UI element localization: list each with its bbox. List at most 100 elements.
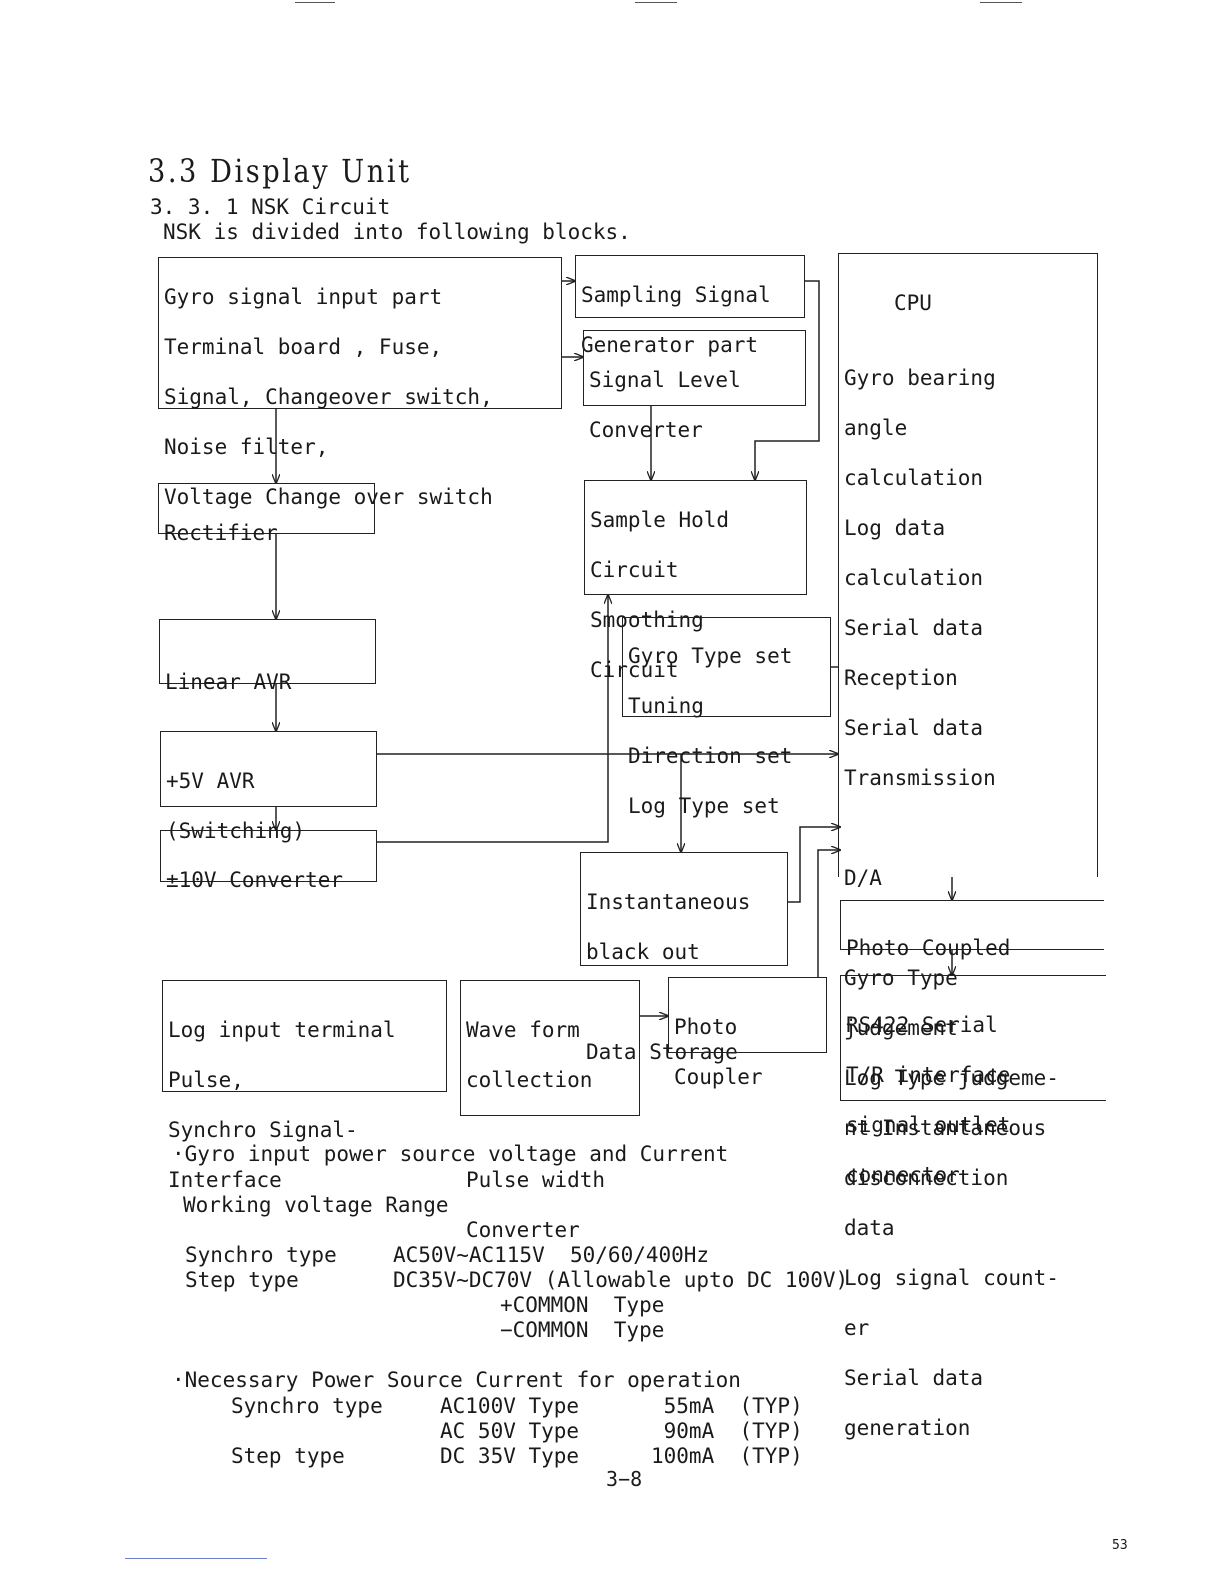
current-row-value: 90mA (TYP): [651, 1419, 803, 1443]
block-text: Pulse,: [168, 1068, 244, 1092]
block-text: Log data: [844, 516, 946, 540]
rs422-interface-block: RS422 Serial T/R interface signal outlet…: [840, 975, 1106, 1187]
block-text: Transmission: [844, 766, 996, 790]
block-text: [466, 1118, 634, 1143]
block-text: Log Type judgeme-: [844, 1066, 1059, 1090]
synchro-type-label: Synchro type: [185, 1243, 337, 1267]
section-heading: 3.3 Display Unit: [148, 152, 412, 190]
block-text: Gyro Type set: [628, 644, 793, 668]
block-text: Terminal board , Fuse,: [164, 335, 443, 359]
signal-level-converter-block: Signal Level Converter: [583, 330, 806, 442]
block-text: er: [844, 1316, 870, 1340]
block-text: connector: [846, 1163, 960, 1187]
instantaneous-blackout-block: Instantaneous black out Data Storage: [580, 852, 788, 1064]
block-text: Serial data: [844, 716, 984, 740]
waveform-collection-block: Wave form collection Pulse width Convert…: [460, 980, 640, 1242]
current-row-label: Synchro type: [231, 1394, 383, 1418]
common-minus-type: −COMMON Type: [500, 1318, 665, 1342]
block-text: Converter: [589, 418, 703, 442]
block-text: Instantaneous: [586, 890, 751, 914]
block-text: +5V AVR: [166, 769, 255, 793]
log-input-terminal-block: Log input terminal Pulse, Synchro Signal…: [162, 980, 447, 1192]
block-text: calculation: [844, 466, 984, 490]
intro-text: NSK is divided into following blocks.: [163, 220, 631, 244]
block-text: Serial data: [844, 616, 984, 640]
block-text: black out: [586, 940, 700, 964]
block-text: Gyro Type: [844, 966, 958, 990]
subsection-heading: 3. 3. 1 NSK Circuit: [150, 195, 391, 219]
block-text: signal outlet: [846, 1113, 1011, 1137]
block-text: RS422 Serial: [846, 1013, 998, 1037]
block-text: calculation: [844, 566, 984, 590]
rectifier-block: Rectifier: [158, 483, 375, 545]
common-plus-type: +COMMON Type: [500, 1293, 665, 1317]
current-row-type: DC 35V Type: [440, 1444, 580, 1468]
sample-hold-block: Sample Hold Circuit Smoothing Circuit: [584, 480, 807, 682]
page-number: 3−8: [606, 1467, 643, 1491]
block-text: Direction set: [628, 744, 793, 768]
block-text: Serial data: [844, 1366, 984, 1390]
block-text: Converter: [466, 1218, 580, 1242]
block-text: Signal, Changeover switch,: [164, 385, 493, 409]
block-text: Rectifier: [164, 521, 278, 545]
block-text: T/R interface: [846, 1063, 1011, 1087]
block-text: Smoothing: [590, 608, 704, 632]
block-text: Voltage Change over switch: [164, 485, 493, 509]
block-text: judgement: [844, 1016, 958, 1040]
block-text: Tuning: [628, 694, 704, 718]
working-voltage-heading: Working voltage Range: [183, 1193, 449, 1217]
linear-avr-block: Linear AVR: [159, 619, 376, 694]
synchro-type-value: AC50V~AC115V 50/60/400Hz: [393, 1243, 710, 1267]
current-row-type: AC100V Type: [440, 1394, 580, 1418]
block-text: Noise filter,: [164, 435, 329, 459]
block-text: Reception: [844, 666, 958, 690]
scan-mark: [295, 2, 335, 3]
block-text: Gyro signal input part: [164, 285, 443, 309]
current-row-value: 55mA (TYP): [651, 1394, 803, 1418]
block-text: [844, 816, 1092, 841]
block-text: Coupler: [674, 1065, 763, 1089]
block-text: Interface: [168, 1168, 282, 1192]
block-text: Pulse width: [466, 1168, 606, 1192]
sampling-signal-generator-block: Sampling Signal Generator part: [575, 255, 805, 357]
block-text: Generator part: [581, 333, 759, 357]
block-text: disconnection: [844, 1166, 1009, 1190]
step-type-label: Step type: [185, 1268, 299, 1292]
photo-coupler-block: Photo Coupler: [668, 977, 827, 1089]
block-text: Circuit: [590, 558, 679, 582]
block-text: Synchro Signal-: [168, 1118, 358, 1142]
block-text: data: [844, 1216, 895, 1240]
cpu-block: CPU Gyro bearing angle calculation Log d…: [838, 253, 1098, 1440]
power-source-heading: ·Gyro input power source voltage and Cur…: [172, 1142, 729, 1166]
cpu-title: CPU: [894, 291, 932, 315]
block-text: Gyro bearing: [844, 366, 996, 390]
block-text: Signal Level: [589, 368, 741, 392]
block-text: Circuit: [590, 658, 679, 682]
scan-mark: [635, 2, 677, 3]
block-text: Photo Coupled: [846, 936, 1011, 960]
block-text: collection: [466, 1068, 593, 1092]
gyro-signal-input-block: Gyro signal input part Terminal board , …: [158, 257, 562, 509]
scan-mark: [980, 2, 1022, 3]
block-text: ±10V Converter: [166, 868, 344, 892]
step-type-value: DC35V~DC70V (Allowable upto DC 100V): [393, 1268, 849, 1292]
current-row-type: AC 50V Type: [440, 1419, 580, 1443]
block-text: Log Type set: [628, 794, 780, 818]
photo-coupled-block: Photo Coupled: [840, 900, 1104, 960]
block-text: Log input terminal: [168, 1018, 396, 1042]
converter-10v-block: ±10V Converter: [160, 830, 377, 892]
corner-mark: 53: [1112, 1538, 1128, 1553]
block-text: D/A: [844, 866, 882, 890]
block-text: Sampling Signal: [581, 283, 771, 307]
block-text: (Switching): [166, 819, 306, 843]
avr-5v-block: +5V AVR (Switching): [160, 731, 377, 843]
block-text: Wave form: [466, 1018, 580, 1042]
block-text: angle: [844, 416, 908, 440]
block-text: Linear AVR: [165, 670, 292, 694]
block-text: nt Instantaneous: [844, 1116, 1047, 1140]
block-text: Log signal count-: [844, 1266, 1059, 1290]
current-row-label: Step type: [231, 1444, 345, 1468]
current-heading: ·Necessary Power Source Current for oper…: [172, 1368, 741, 1392]
gyro-type-set-block: Gyro Type set Tuning Direction set Log T…: [622, 617, 831, 818]
